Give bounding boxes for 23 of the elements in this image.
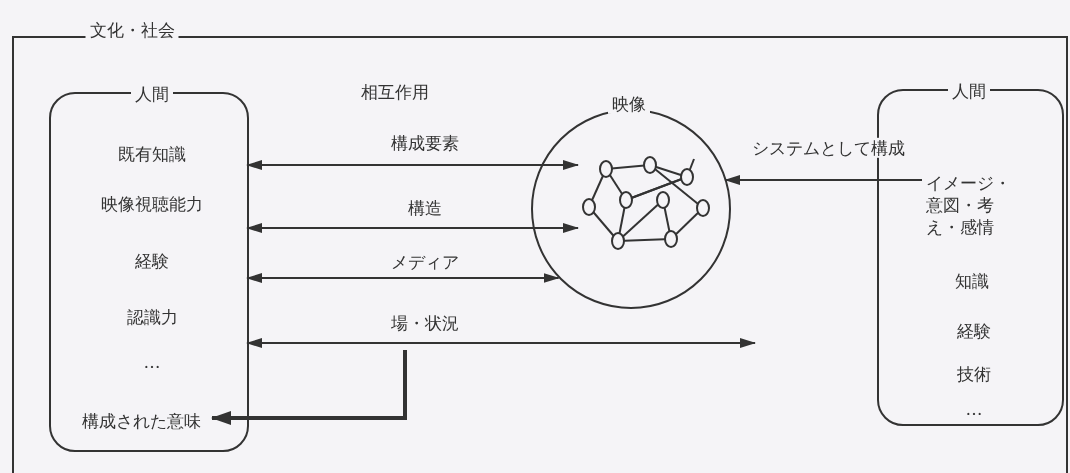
network-drawing [582, 154, 712, 252]
list-item: 技術 [957, 363, 991, 385]
list-item: 知識 [955, 270, 989, 292]
annotation-text: 相互作用 [361, 81, 429, 103]
box-title: 人間 [131, 83, 173, 105]
box-title: 人間 [948, 80, 990, 102]
list-item: … [965, 398, 983, 420]
list-item: 認識力 [126, 306, 178, 328]
box-title: 文化・社会 [85, 19, 179, 41]
arrow [246, 223, 579, 233]
text-label: 構成された意味 [66, 410, 216, 434]
arrow [246, 338, 756, 348]
list-item: 経験 [957, 320, 991, 342]
list-item: 既有知識 [118, 143, 186, 165]
list-item: 経験 [135, 250, 169, 272]
list-item: … [143, 351, 161, 373]
arrow [246, 273, 560, 283]
arrow [724, 175, 923, 185]
arrow [246, 160, 579, 170]
list-item: 映像視聴能力 [101, 193, 203, 215]
arrow [211, 350, 407, 425]
text-label: イメージ・意図・考え・感情 [926, 172, 1022, 242]
box-title: 映像 [608, 93, 650, 115]
